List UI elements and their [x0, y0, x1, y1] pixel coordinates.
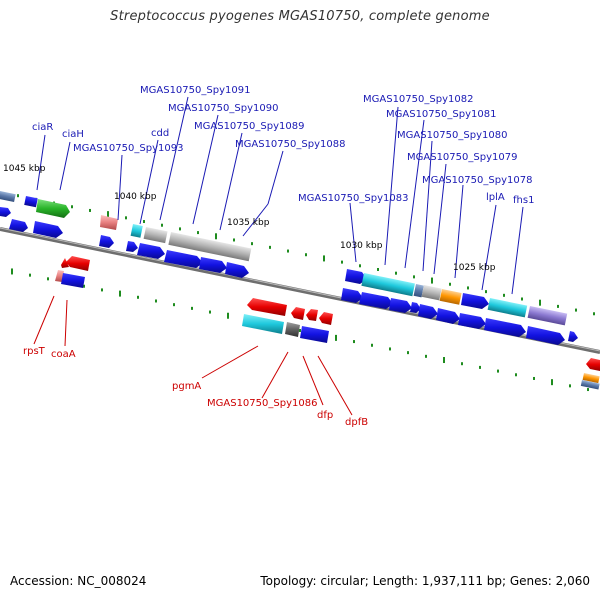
gene-arrow: [436, 308, 460, 324]
gene-arrow: [526, 326, 565, 345]
gene-arrow: [359, 292, 393, 309]
gene-red-left: [66, 256, 90, 271]
gene-arrow: [0, 207, 11, 217]
gene-Spy1078: [461, 293, 489, 309]
gene-arrow: [137, 243, 165, 259]
gene-label[interactable]: MGAS10750_Spy1080: [397, 130, 507, 141]
gene-blue-rev: [300, 326, 329, 343]
gene-Spy1083: [345, 269, 367, 284]
gene-label[interactable]: dfp: [317, 410, 333, 421]
genome-summary-text: Topology: circular; Length: 1,937,111 bp…: [260, 574, 590, 588]
forward-labels: ciaR ciaH MGAS10750_Spy1093 cdd MGAS1075…: [32, 85, 534, 206]
gene-arrow: [199, 257, 227, 273]
gene-label[interactable]: lplA: [486, 192, 505, 203]
gene-label[interactable]: MGAS10750_Spy1081: [386, 109, 496, 120]
gene-label[interactable]: cdd: [151, 128, 169, 139]
gene-label[interactable]: ciaR: [32, 122, 53, 133]
gene-label[interactable]: MGAS10750_Spy1090: [168, 103, 278, 114]
gene-label[interactable]: MGAS10750_Spy1091: [140, 85, 250, 96]
gene-label[interactable]: MGAS10750_Spy1079: [407, 152, 517, 163]
gene-Spy1080: [421, 284, 442, 301]
gene-arrow: [341, 288, 363, 303]
gene-red-right: [586, 358, 600, 371]
gene-pink-left: [100, 215, 118, 230]
label-leaders: [33, 96, 524, 416]
gene-label[interactable]: ciaH: [62, 129, 84, 140]
gene-red-small: [61, 258, 69, 268]
gene-rpsT: [55, 270, 64, 282]
gene-label[interactable]: MGAS10750_Spy1088: [235, 139, 345, 150]
gene-fhs1: [527, 306, 568, 326]
gene-coaA: [61, 273, 85, 288]
scale-labels: 1045 kbp 1040 kbp 1035 kbp 1030 kbp 1025…: [3, 164, 496, 273]
gene-arrow: [410, 302, 421, 313]
gene-dpfB-a: [306, 309, 318, 321]
gene-Spy1082: [361, 273, 415, 297]
gene-lplA: [487, 298, 528, 318]
gene-pgmA: [247, 298, 287, 316]
reverse-genes: [55, 215, 600, 390]
map-title: Streptococcus pyogenes MGAS10750, comple…: [110, 9, 490, 24]
gene-steel-right: [580, 380, 600, 390]
gene-label[interactable]: pgmA: [172, 381, 201, 392]
gene-arrow: [389, 298, 412, 313]
gene-label[interactable]: MGAS10750_Spy1078: [422, 175, 532, 186]
gene-label[interactable]: coaA: [51, 349, 76, 360]
gene-Spy1081: [413, 284, 424, 298]
gene-label[interactable]: dpfB: [345, 417, 368, 428]
gene-arrow: [164, 250, 203, 268]
gene-arrow: [9, 219, 28, 232]
scale-label: 1025 kbp: [453, 263, 496, 273]
gene-block: [0, 190, 16, 203]
gene-Spy1091: [143, 226, 168, 244]
gene-orange-right: [582, 373, 600, 384]
gene-label[interactable]: MGAS10750_Spy1089: [194, 121, 304, 132]
gene-arrow: [225, 262, 249, 278]
gene-arrow: [99, 235, 114, 248]
gene-label[interactable]: MGAS10750_Spy1083: [298, 193, 408, 204]
gene-Spy1079: [439, 288, 462, 305]
gene-arrow: [458, 313, 486, 329]
scale-label: 1045 kbp: [3, 164, 46, 174]
gene-arrow: [33, 221, 63, 238]
gene-Spy1089: [168, 232, 252, 262]
gene-cyan-rev: [242, 314, 284, 334]
gene-arrow: [126, 241, 138, 252]
gene-dfp: [291, 307, 305, 320]
gene-label[interactable]: rpsT: [23, 346, 46, 357]
gene-arrow: [484, 318, 526, 337]
gene-arrow: [568, 331, 578, 342]
gene-ciaR: [24, 195, 38, 208]
gene-cdd: [130, 224, 143, 238]
gene-dpfB-b: [319, 312, 333, 325]
accession-text: Accession: NC_008024: [10, 574, 147, 588]
forward-genes: [0, 190, 578, 345]
gene-ciaH: [36, 199, 70, 218]
gene-label[interactable]: fhs1: [513, 195, 534, 206]
gene-label[interactable]: MGAS10750_Spy1086: [207, 398, 317, 409]
reverse-labels: rpsT coaA pgmA MGAS10750_Spy1086 dfp dpf…: [23, 346, 368, 428]
scale-label: 1040 kbp: [114, 192, 157, 202]
gene-Spy1086: [285, 322, 300, 337]
gene-label[interactable]: MGAS10750_Spy1082: [363, 94, 473, 105]
scale-label: 1035 kbp: [227, 218, 270, 228]
gene-arrow: [418, 304, 438, 319]
scale-label: 1030 kbp: [340, 241, 383, 251]
gene-label[interactable]: MGAS10750_Spy1093: [73, 143, 183, 154]
